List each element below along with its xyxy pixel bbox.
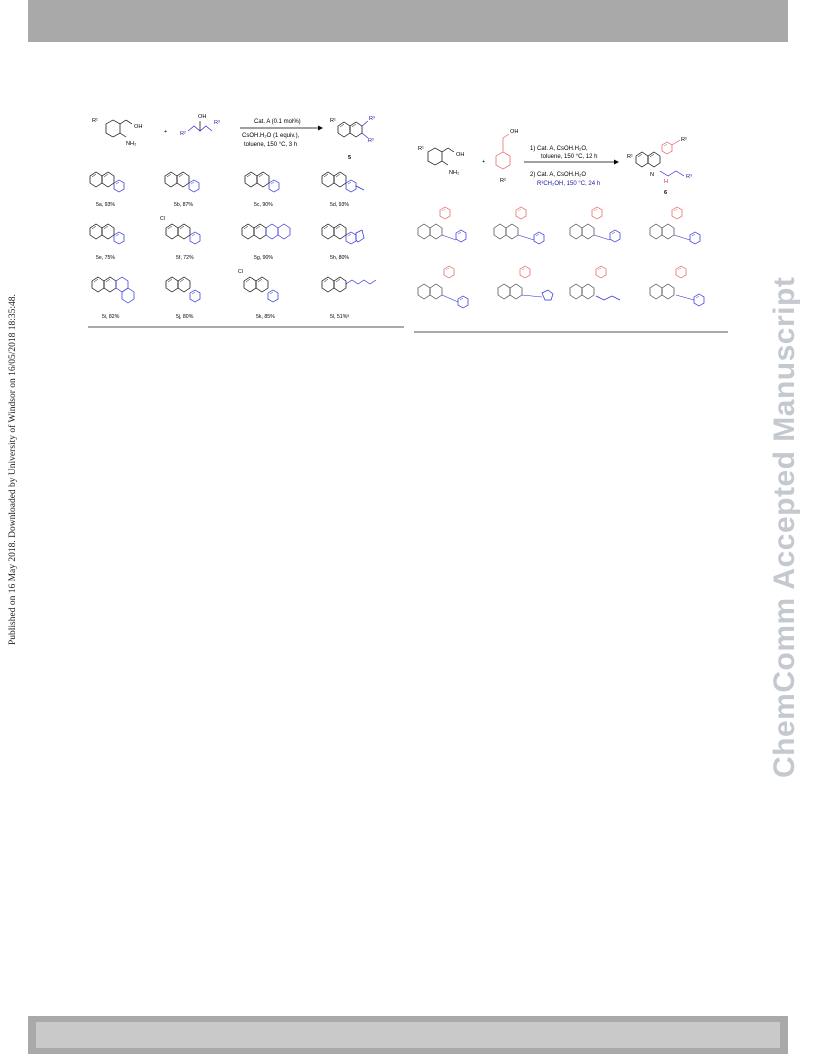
right-step1-a: 1) Cat. A, CsOH.H₂O, [530, 146, 588, 152]
left-product-r1: R¹ [330, 118, 336, 124]
compound-6-row2-1 [417, 265, 469, 309]
right-reagent-aminoalcohol: R¹ OH NH₂ [418, 146, 464, 176]
left-alcohol-oh: OH [198, 114, 206, 120]
compound-5d: 5d, 93% [321, 171, 365, 208]
left-alcohol-r3: R³ [214, 120, 220, 126]
right-reagent-nh2: NH₂ [449, 170, 459, 176]
right-step2-a: 2) Cat. A, CsOH.H₂O [530, 172, 586, 178]
compound-6-row2-4 [649, 265, 705, 307]
right-product: R² R¹ N H R³ 6 [627, 137, 692, 196]
right-plus: + [482, 159, 485, 165]
left-reagent-nh2: NH₂ [126, 141, 136, 147]
compound-5e: 5e, 75% [89, 223, 125, 261]
compound-5l: 5l, 51%ᵃ [321, 276, 377, 320]
compound-label: 5i, 82% [102, 314, 120, 320]
left-product-number: 5 [348, 155, 351, 161]
left-condition-top: Cat. A (0.1 mol%) [254, 119, 301, 125]
compound-label: 5c, 90% [254, 202, 273, 208]
right-product-r3: R³ [686, 174, 692, 180]
left-condition-bottom-2: toluene, 150 °C, 3 h [244, 142, 297, 148]
compound-label: 5l, 51%ᵃ [330, 314, 349, 320]
compound-label: 5b, 87% [174, 202, 193, 208]
right-product-r1: R¹ [627, 154, 633, 160]
compound-6-row1-4 [649, 206, 701, 245]
left-product: R¹ R² R³ 5 [330, 116, 375, 161]
svg-text:Cl: Cl [160, 216, 165, 222]
right-step2-b: R³CH₂OH, 150 °C, 24 h [537, 181, 600, 187]
compound-5f: Cl 5f, 72% [160, 216, 201, 261]
compound-5g: 5g, 90% [241, 223, 291, 261]
compound-label: 5a, 93% [96, 202, 115, 208]
compound-label: 5j, 80% [176, 314, 194, 320]
left-reagent-alcohol: OH R² R³ [180, 114, 220, 137]
right-product-h: H [664, 179, 668, 185]
compound-5i: 5i, 82% [91, 276, 135, 320]
right-product-n: N [650, 172, 654, 178]
header-bar [28, 0, 788, 42]
right-benzyl-r2: R² [500, 178, 506, 184]
compound-5k: Cl 5k, 85% [238, 269, 279, 320]
compound-label: 5d, 93% [330, 202, 349, 208]
left-reagent-aminoalcohol: R¹ OH NH₂ [92, 118, 142, 147]
compound-label: 5g, 90% [254, 255, 273, 261]
compound-5b: 5b, 87% [164, 171, 200, 208]
right-product-number: 6 [664, 190, 667, 196]
compound-6-row1-2 [493, 206, 545, 245]
compound-5h: 5h, 80% [321, 223, 365, 261]
right-reagent-r1: R¹ [418, 146, 424, 152]
left-product-r2: R² [368, 138, 374, 144]
compound-5a: 5a, 93% [89, 171, 125, 208]
svg-text:Cl: Cl [238, 269, 243, 275]
compound-6-row2-3 [569, 265, 621, 301]
left-scheme: R¹ OH NH₂ + OH R² R³ Cat. A (0.1 mol%) C… [88, 114, 404, 328]
compound-6-row1-1 [417, 206, 467, 243]
compound-5c: 5c, 90% [244, 171, 280, 208]
compound-label: 5h, 80% [330, 255, 349, 261]
left-reagent-r1: R¹ [92, 118, 98, 124]
left-plus: + [164, 129, 167, 135]
right-benzyl-oh: OH [510, 129, 518, 135]
left-alcohol-r2: R² [180, 131, 186, 137]
compound-label: 5f, 72% [176, 255, 194, 261]
left-condition-bottom-1: CsOH.H₂O (1 equiv.), [242, 133, 300, 139]
right-reagent-oh: OH [456, 152, 464, 158]
left-product-r3: R³ [369, 116, 375, 122]
right-scheme: R¹ OH NH₂ + OH R² 1) Cat. A, CsOH.H₂O, t… [414, 129, 728, 333]
right-product-r2: R² [681, 137, 687, 143]
compound-6-row1-3 [569, 206, 621, 243]
right-step1-b: toluene, 150 °C, 12 h [541, 154, 597, 160]
footer-bar-inner [36, 1022, 780, 1048]
right-reagent-benzylalcohol: OH R² [495, 129, 518, 184]
compound-label: 5k, 85% [256, 314, 275, 320]
compound-6-row2-2 [497, 265, 554, 301]
compound-label: 5e, 75% [96, 255, 115, 261]
compound-5j: 5j, 80% [165, 276, 201, 320]
left-reagent-oh: OH [134, 124, 142, 130]
